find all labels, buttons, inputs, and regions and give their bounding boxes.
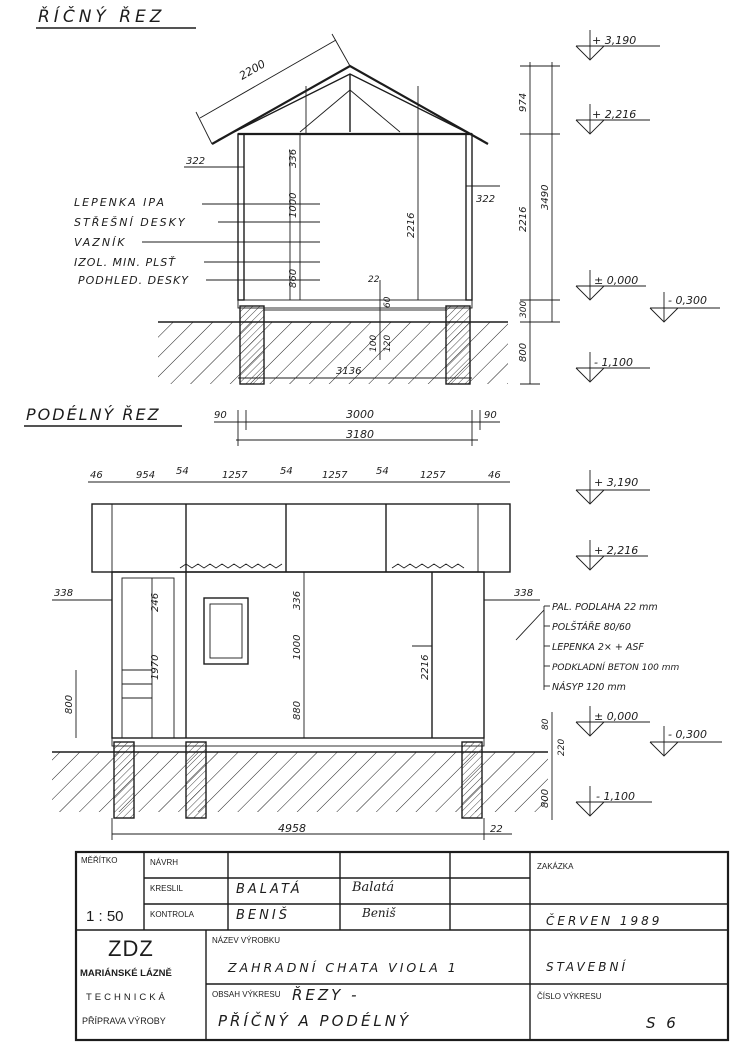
svg-text:1970: 1970: [150, 655, 161, 680]
org-dept-2: PŘÍPRAVA VÝROBY: [82, 1016, 166, 1026]
svg-text:338: 338: [514, 588, 533, 599]
dim-eave-right: 322: [476, 194, 495, 205]
material-labels-cross: LEPENKA IPA STŘEŠNÍ DESKY VAZNÍK IZOL. M…: [74, 196, 320, 287]
svg-text:POLŠTÁŘE 80/60: POLŠTÁŘE 80/60: [552, 621, 631, 633]
svg-text:PODHLED. DESKY: PODHLED. DESKY: [78, 274, 189, 287]
svg-text:IZOL. MIN. PLSŤ: IZOL. MIN. PLSŤ: [74, 256, 176, 269]
product-label: NÁZEV VÝROBKU: [212, 936, 281, 945]
svg-text:+ 3,190: + 3,190: [592, 34, 636, 47]
svg-text:LEPENKA IPA: LEPENKA IPA: [74, 196, 166, 209]
svg-text:800: 800: [64, 695, 75, 714]
svg-text:- 0,300: - 0,300: [668, 294, 707, 307]
content-line-2: PŘÍČNÝ A PODÉLNÝ: [218, 1012, 412, 1030]
dim-right-2216: 2216: [518, 207, 529, 232]
dim-right-974: 974: [518, 93, 529, 112]
svg-text:220: 220: [557, 739, 567, 756]
scale-value: 1 : 50: [86, 908, 124, 925]
cross-section: ŘÍČNÝ ŘEZ 2200 322 322: [36, 5, 720, 385]
drawn-name: BALATÁ: [236, 882, 303, 897]
svg-text:880: 880: [292, 701, 303, 720]
svg-text:246: 246: [150, 593, 161, 612]
org-name: ZDZ: [108, 936, 154, 961]
svg-text:- 1,100: - 1,100: [594, 356, 633, 369]
svg-text:+ 2,216: + 2,216: [592, 108, 636, 121]
svg-text:PAL. PODLAHA 22 mm: PAL. PODLAHA 22 mm: [552, 602, 658, 613]
svg-text:NÁSYP 120 mm: NÁSYP 120 mm: [552, 681, 626, 693]
svg-text:46: 46: [488, 470, 501, 481]
svg-text:± 0,000: ± 0,000: [594, 274, 638, 287]
svg-text:1257: 1257: [222, 470, 248, 481]
dim-right-800: 800: [518, 343, 529, 362]
svg-text:336: 336: [292, 591, 303, 610]
svg-text:± 0,000: ± 0,000: [594, 710, 638, 723]
svg-text:954: 954: [136, 470, 155, 481]
svg-text:1000: 1000: [292, 635, 303, 660]
org-dept-1: TECHNICKÁ: [86, 992, 168, 1003]
product-name: ZAHRADNÍ CHATA VIOLA 1: [228, 960, 459, 975]
check-label: KONTROLA: [150, 910, 195, 919]
stage-value: STAVEBNÍ: [546, 960, 628, 974]
dim-22: 22: [368, 275, 380, 285]
signature-check: Beniš: [362, 906, 396, 920]
org-city: MARIÁNSKÉ LÁZNĚ: [80, 968, 172, 979]
svg-text:800: 800: [540, 789, 551, 808]
svg-text:LEPENKA 2× + ASF: LEPENKA 2× + ASF: [552, 642, 644, 653]
svg-text:4958: 4958: [278, 822, 306, 835]
dim-eave-left: 322: [186, 156, 205, 167]
dim-860: 860: [288, 269, 299, 288]
dim-1000: 1000: [288, 193, 299, 218]
svg-text:- 1,100: - 1,100: [596, 790, 635, 803]
svg-text:STŘEŠNÍ DESKY: STŘEŠNÍ DESKY: [74, 216, 187, 229]
dim-3136: 3136: [336, 366, 361, 377]
svg-text:22: 22: [490, 824, 503, 835]
drawing-number-label: ČÍSLO VÝKRESU: [537, 992, 602, 1001]
svg-text:80: 80: [541, 718, 551, 730]
svg-text:VAZNÍK: VAZNÍK: [74, 236, 127, 249]
scale-label: MĚŘÍTKO: [81, 856, 118, 865]
svg-text:90: 90: [214, 410, 227, 421]
svg-text:3000: 3000: [346, 408, 374, 421]
title-block-grid: [74, 850, 730, 1042]
dim-100: 100: [369, 335, 379, 352]
dim-inner-2216: 2216: [406, 213, 417, 238]
drawing-number: S 6: [646, 1014, 679, 1032]
dim-right-300: 300: [519, 301, 529, 318]
design-label: NÁVRH: [150, 858, 179, 867]
drawn-label: KRESLIL: [150, 884, 183, 893]
svg-text:54: 54: [280, 466, 293, 477]
long-section-title: PODÉLNÝ ŘEZ: [26, 405, 161, 424]
svg-text:46: 46: [90, 470, 103, 481]
svg-text:54: 54: [376, 466, 389, 477]
dim-roof-slope: 2200: [237, 57, 268, 82]
signature-drawn: Balatá: [352, 880, 395, 895]
svg-text:2216: 2216: [420, 655, 431, 680]
svg-text:+ 3,190: + 3,190: [594, 476, 638, 489]
dim-120: 120: [383, 335, 393, 352]
check-name: BENIŠ: [236, 908, 290, 923]
svg-text:3180: 3180: [346, 428, 374, 441]
cross-section-title: ŘÍČNÝ ŘEZ: [38, 5, 165, 27]
content-label: OBSAH VÝKRESU: [212, 990, 281, 999]
dim-60: 60: [383, 296, 393, 308]
svg-text:+ 2,216: + 2,216: [594, 544, 638, 557]
svg-text:1257: 1257: [420, 470, 446, 481]
order-label: ZAKÁZKA: [537, 862, 574, 871]
svg-text:1257: 1257: [322, 470, 348, 481]
date-value: ČERVEN 1989: [546, 914, 663, 928]
long-section: PODÉLNÝ ŘEZ 90 3000 90 3180 46 954 54 12…: [24, 405, 722, 840]
svg-text:338: 338: [54, 588, 73, 599]
content-line-1: ŘEZY -: [292, 986, 360, 1004]
level-markers-long: + 3,190 + 2,216 ± 0,000 - 0,300 - 1,100: [575, 470, 722, 817]
svg-text:90: 90: [484, 410, 497, 421]
svg-text:- 0,300: - 0,300: [668, 728, 707, 741]
material-labels-long: PAL. PODLAHA 22 mm POLŠTÁŘE 80/60 LEPENK…: [515, 602, 680, 693]
dim-336: 336: [288, 149, 299, 168]
svg-text:PODKLADNÍ BETON 100 mm: PODKLADNÍ BETON 100 mm: [552, 661, 680, 673]
svg-text:54: 54: [176, 466, 189, 477]
dim-right-3490: 3490: [540, 185, 551, 210]
level-markers-cross: + 3,190 + 2,216 ± 0,000 - 0,300 - 1,100: [575, 30, 720, 383]
